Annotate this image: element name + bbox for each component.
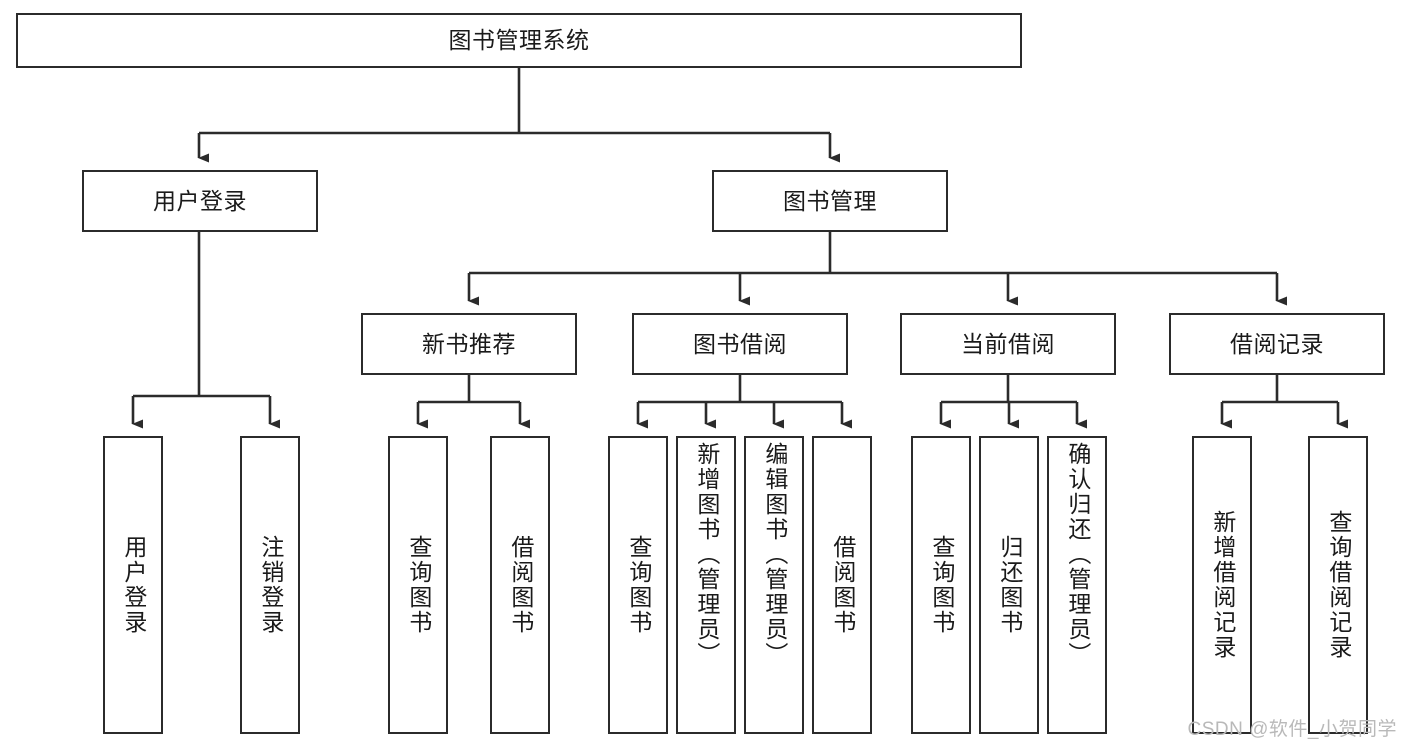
csdn-watermark: CSDN @软件_小贺同学 [1187,719,1397,740]
node-borrow-records[interactable]: 借阅记录 [1169,313,1385,375]
node-label: 新书推荐 [422,330,516,357]
leaf-user-login[interactable]: 用户登录 [103,436,163,734]
leaf-add-book-admin[interactable]: 新增图书（管理员） [676,436,736,734]
leaf-query-book-recommend[interactable]: 查询图书 [388,436,448,734]
node-label: 用户登录 [153,187,247,214]
node-label: 注销登录 [257,535,284,635]
node-label: 归还图书 [996,535,1023,635]
leaf-query-borrow-record[interactable]: 查询借阅记录 [1308,436,1368,734]
node-label: 查询图书 [928,535,955,635]
leaf-confirm-return-admin[interactable]: 确认归还（管理员） [1047,436,1107,734]
node-book-management[interactable]: 图书管理 [712,170,948,232]
leaf-add-borrow-record[interactable]: 新增借阅记录 [1192,436,1252,734]
node-label: 编辑图书（管理员） [761,442,788,667]
node-label: 新增借阅记录 [1209,510,1236,660]
node-current-borrow[interactable]: 当前借阅 [900,313,1116,375]
node-label: 借阅图书 [829,535,856,635]
node-user-login[interactable]: 用户登录 [82,170,318,232]
leaf-query-book-borrow[interactable]: 查询图书 [608,436,668,734]
node-book-borrow[interactable]: 图书借阅 [632,313,848,375]
leaf-borrow-book-recommend[interactable]: 借阅图书 [490,436,550,734]
leaf-borrow-book[interactable]: 借阅图书 [812,436,872,734]
leaf-return-book[interactable]: 归还图书 [979,436,1039,734]
node-new-book-recommend[interactable]: 新书推荐 [361,313,577,375]
node-label: 新增图书（管理员） [693,442,720,667]
node-label: 图书管理系统 [448,27,590,54]
leaf-edit-book-admin[interactable]: 编辑图书（管理员） [744,436,804,734]
node-label: 图书管理 [783,187,877,214]
node-label: 借阅图书 [507,535,534,635]
node-label: 用户登录 [120,535,147,635]
node-label: 图书借阅 [693,330,787,357]
node-label: 当前借阅 [961,330,1055,357]
node-label: 查询借阅记录 [1325,510,1352,660]
node-label: 查询图书 [405,535,432,635]
leaf-query-book-current[interactable]: 查询图书 [911,436,971,734]
node-label: 查询图书 [625,535,652,635]
node-label: 确认归还（管理员） [1064,442,1091,667]
node-root-system[interactable]: 图书管理系统 [16,13,1022,68]
node-label: 借阅记录 [1230,330,1324,357]
leaf-logout-login[interactable]: 注销登录 [240,436,300,734]
